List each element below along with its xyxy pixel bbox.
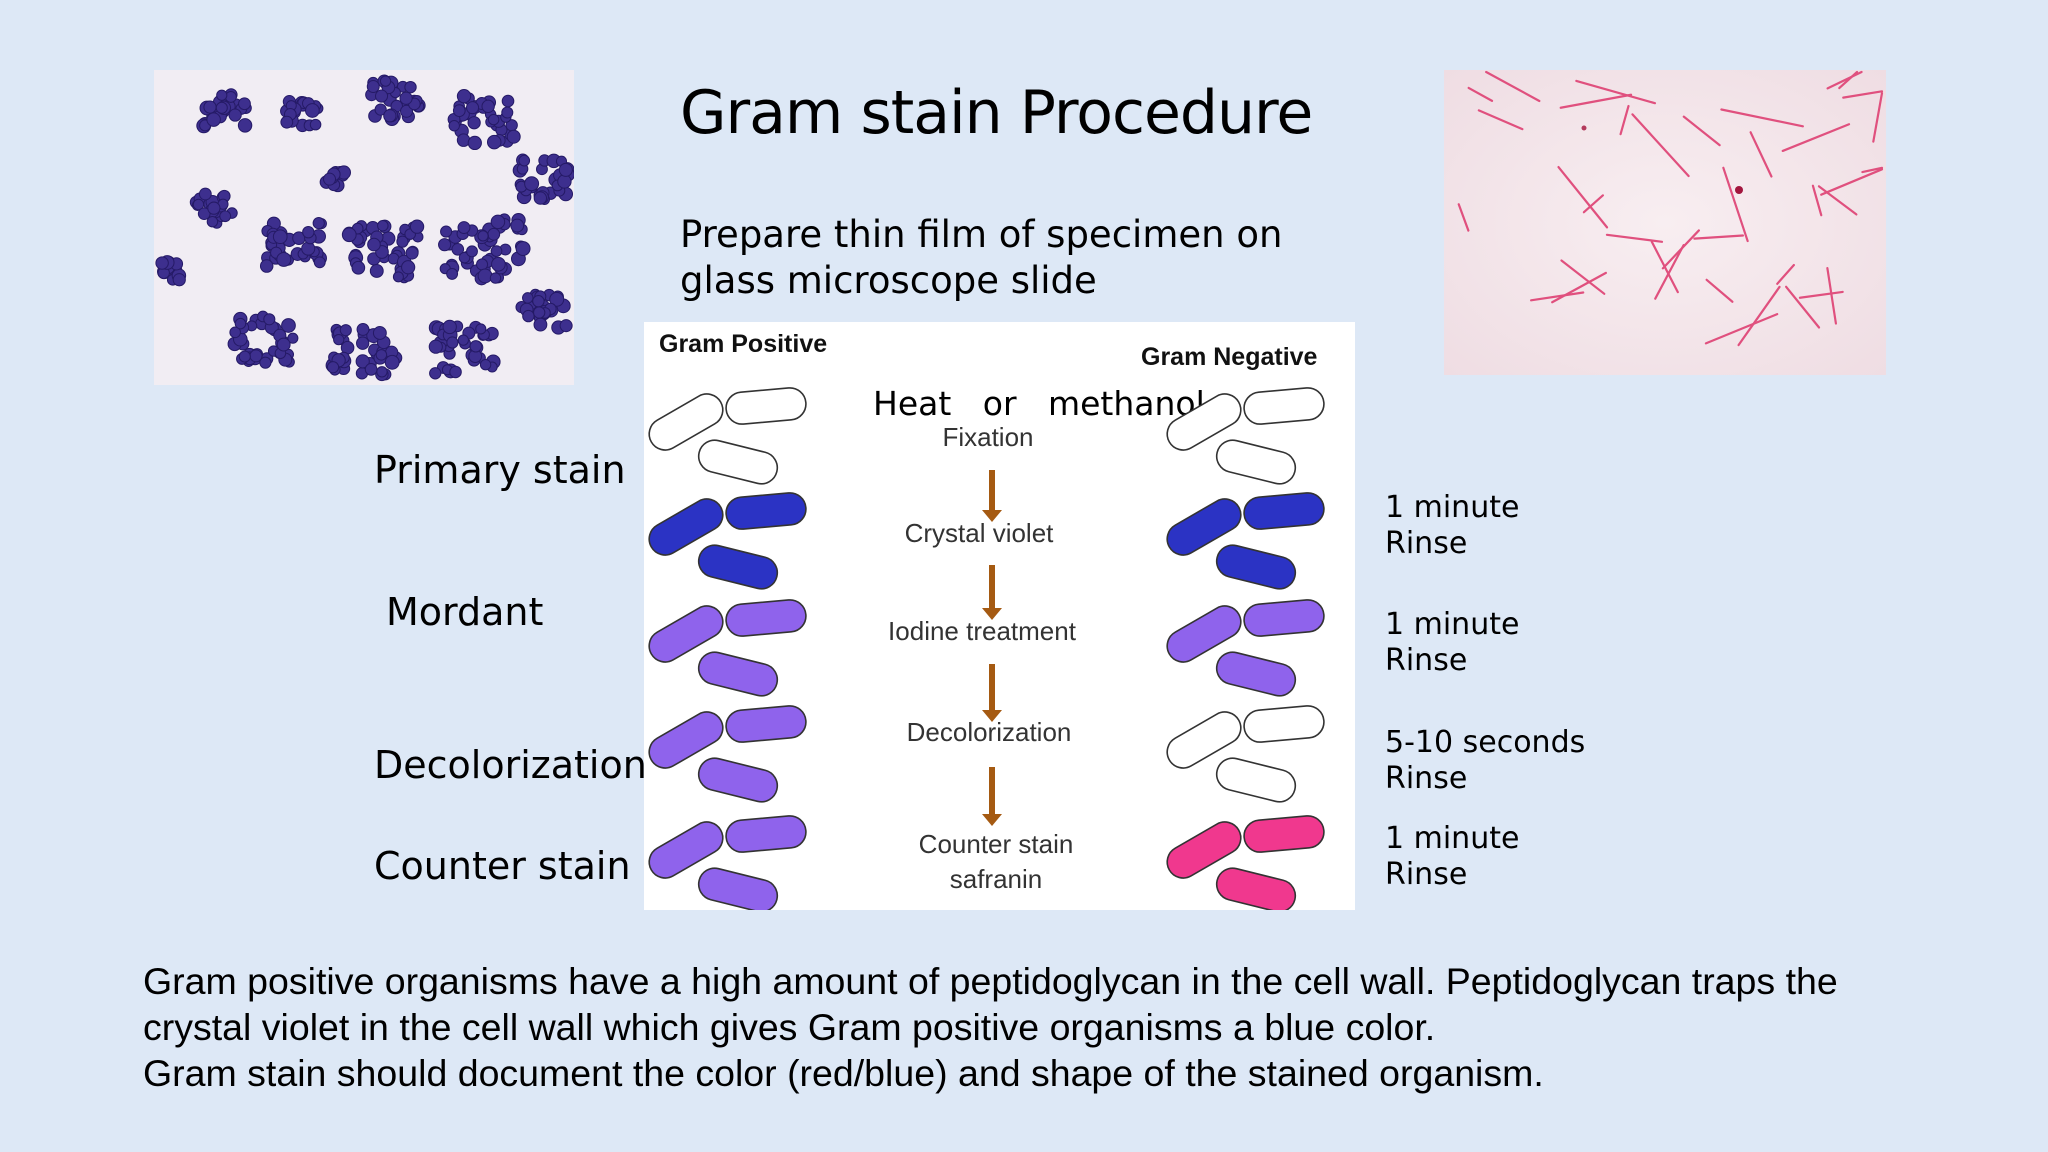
gram-negative-cells-crystal-violet-cell-3 — [1215, 544, 1297, 590]
gram-positive-cells-fixation-cell-1 — [648, 393, 724, 451]
gram-positive-cells-counter-stain-cell-3 — [697, 867, 779, 913]
gram-negative-cells-fixation-cell-3 — [1215, 439, 1297, 485]
gram-negative-cells-decolorization-cell-2 — [1243, 705, 1325, 743]
gram-negative-cells-fixation-cell-2 — [1243, 387, 1325, 425]
gram-positive-cells-crystal-violet — [648, 492, 807, 590]
gram-positive-cells-counter-stain — [648, 815, 807, 913]
gram-negative-cells-counter-stain — [1166, 815, 1325, 913]
timing-counter-stain-action: Rinse — [1385, 857, 1468, 892]
gram-positive-heading: Gram Positive — [659, 330, 827, 358]
gram-negative-cells-decolorization — [1166, 705, 1325, 803]
gram-positive-cells-fixation-cell-3 — [697, 439, 779, 485]
step-decolorization-label: Decolorization — [907, 717, 1072, 747]
gram-positive-cells-iodine-cell-1 — [648, 605, 724, 663]
caption-line-1: Gram positive organisms have a high amou… — [143, 960, 1838, 1002]
gram-negative-cells-crystal-violet — [1166, 492, 1325, 590]
gram-negative-micrograph — [1444, 70, 1886, 375]
gram-positive-cells-iodine-cell-2 — [725, 599, 807, 637]
step-arrow-3 — [982, 664, 1002, 722]
gram-positive-cells-iodine-cell-3 — [697, 651, 779, 697]
gram-positive-cells-iodine — [648, 599, 807, 697]
gram-negative-cells-iodine-cell-1 — [1166, 605, 1242, 663]
gram-negative-cells-fixation — [1166, 387, 1325, 485]
timing-primary-action: Rinse — [1385, 526, 1468, 561]
timing-mordant-time: 1 minute — [1385, 607, 1520, 642]
gram-stain-diagram: Gram Positive Gram Negative Heat or meth… — [644, 322, 1355, 913]
gram-negative-cells-counter-stain-cell-2 — [1243, 815, 1325, 853]
gram-negative-cells-crystal-violet-cell-2 — [1243, 492, 1325, 530]
step-iodine-label: Iodine treatment — [888, 616, 1077, 646]
step-counter-stain-label: Counter stain — [919, 829, 1074, 859]
caption-line-2: crystal violet in the cell wall which gi… — [143, 1006, 1436, 1048]
timing-mordant-action: Rinse — [1385, 643, 1468, 678]
gram-negative-cells-crystal-violet-cell-1 — [1166, 498, 1242, 556]
diagram-canvas: Gram Positive Gram Negative Heat or meth… — [648, 330, 1325, 913]
timing-decolorization-time: 5-10 seconds — [1385, 725, 1586, 760]
timing-counter-stain: 1 minute Rinse — [1385, 821, 1519, 893]
gram-negative-heading: Gram Negative — [1141, 343, 1318, 371]
timing-primary-time: 1 minute — [1385, 490, 1520, 525]
gram-negative-cells-fixation-cell-1 — [1166, 393, 1242, 451]
timing-primary: 1 minute Rinse — [1385, 490, 1519, 562]
gram-negative-cells-iodine — [1166, 599, 1325, 697]
step-arrow-2 — [982, 565, 1002, 620]
timing-mordant: 1 minute Rinse — [1385, 607, 1519, 679]
step-fixation-label: Fixation — [942, 422, 1033, 452]
gram-positive-micrograph — [154, 70, 574, 385]
gram-negative-cells-iodine-cell-2 — [1243, 599, 1325, 637]
gram-negative-cells-counter-stain-cell-3 — [1215, 867, 1297, 913]
primary-stain-label: Primary stain — [374, 448, 626, 492]
gram-positive-cells-counter-stain-cell-1 — [648, 821, 724, 879]
step-crystal-violet-label: Crystal violet — [905, 518, 1055, 548]
timing-decolorization: 5-10 seconds Rinse — [1385, 725, 1585, 797]
gram-positive-cells-fixation — [648, 387, 807, 485]
fixation-method-label: Heat or methanol — [873, 384, 1205, 423]
timing-decolorization-action: Rinse — [1385, 761, 1468, 796]
gram-positive-cells-crystal-violet-cell-3 — [697, 544, 779, 590]
decolorization-label: Decolorization — [374, 743, 647, 787]
gram-positive-cells-counter-stain-cell-2 — [725, 815, 807, 853]
gram-negative-cells-counter-stain-cell-1 — [1166, 821, 1242, 879]
gram-positive-cells-crystal-violet-cell-2 — [725, 492, 807, 530]
slide-subtitle: Prepare thin film of specimen on glass m… — [680, 213, 1283, 302]
gram-positive-cells-decolorization-cell-2 — [725, 705, 807, 743]
gram-negative-cells-decolorization-cell-3 — [1215, 757, 1297, 803]
gram-positive-cells-decolorization — [648, 705, 807, 803]
gram-positive-cells-decolorization-cell-1 — [648, 711, 724, 769]
step-safranin-label: safranin — [950, 864, 1043, 894]
slide-title: Gram stain Procedure — [680, 78, 1313, 148]
step-arrow-4 — [982, 767, 1002, 826]
mordant-label: Mordant — [386, 590, 544, 634]
gram-negative-cells-decolorization-cell-1 — [1166, 711, 1242, 769]
counter-stain-label: Counter stain — [374, 844, 631, 888]
timing-counter-stain-time: 1 minute — [1385, 821, 1520, 856]
caption-line-3: Gram stain should document the color (re… — [143, 1052, 1544, 1094]
gram-positive-cells-fixation-cell-2 — [725, 387, 807, 425]
gram-negative-cells-iodine-cell-3 — [1215, 651, 1297, 697]
gram-positive-cells-crystal-violet-cell-1 — [648, 498, 724, 556]
gram-positive-cells-decolorization-cell-3 — [697, 757, 779, 803]
step-arrow-1 — [982, 470, 1002, 522]
explanation-caption: Gram positive organisms have a high amou… — [143, 958, 1963, 1096]
